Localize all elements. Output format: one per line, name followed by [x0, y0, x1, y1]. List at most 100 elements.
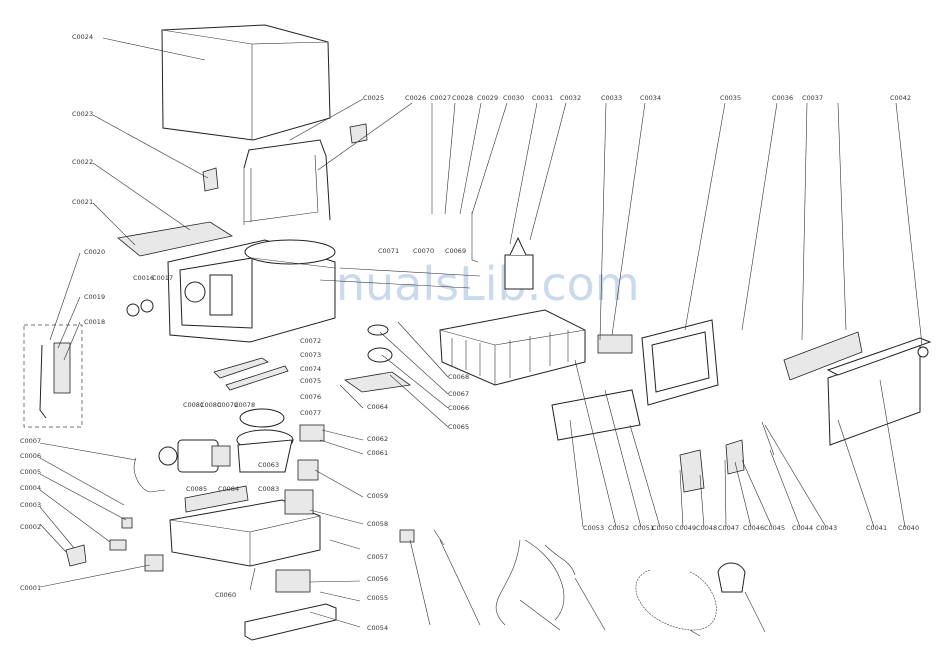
label-c0018: C0018: [84, 318, 105, 326]
pump-assembly: [236, 408, 294, 473]
top-cover: [161, 24, 331, 141]
label-c0047: C0047: [718, 524, 739, 532]
label-c0017: C0017: [152, 274, 173, 282]
label-c0019: C0019: [84, 293, 105, 301]
label-c0005: C0005: [20, 468, 41, 476]
part-c0005: [121, 517, 133, 529]
part-c0002: [109, 539, 127, 551]
power-cord: [544, 544, 576, 576]
label-c0079: C0079: [217, 401, 238, 409]
label-c0046: C0046: [743, 524, 764, 532]
label-c0051: C0051: [633, 524, 654, 532]
label-c0025: C0025: [363, 94, 384, 102]
label-c0020: C0020: [84, 248, 105, 256]
label-c0028: C0028: [452, 94, 473, 102]
inlet-hose: [635, 569, 717, 631]
label-c0048: C0048: [696, 524, 717, 532]
label-c0075: C0075: [300, 377, 321, 385]
label-c0076: C0076: [300, 393, 321, 401]
label-c0036: C0036: [772, 94, 793, 102]
dashed-box-group: [23, 324, 83, 428]
accessory-block: [399, 529, 415, 543]
label-c0065: C0065: [448, 423, 469, 431]
label-c0023: C0023: [72, 110, 93, 118]
spray-arm: [213, 357, 269, 379]
part-c0064: [343, 371, 412, 393]
label-c0034: C0034: [640, 94, 661, 102]
drain-hose: [495, 539, 565, 626]
part-c0034: [597, 334, 633, 354]
label-c0066: C0066: [448, 404, 469, 412]
label-c0045: C0045: [764, 524, 785, 532]
label-c0081: C0081: [183, 401, 204, 409]
inner-door: [641, 319, 719, 406]
upper-frame: [243, 139, 331, 225]
label-c0033: C0033: [601, 94, 622, 102]
label-c0057: C0057: [367, 553, 388, 561]
label-c0083: C0083: [258, 485, 279, 493]
side-panel-c0021: [117, 221, 234, 257]
label-c0002: C0002: [20, 523, 41, 531]
part-c0001: [65, 544, 87, 567]
part-c0018: [53, 342, 71, 394]
label-c0044: C0044: [792, 524, 813, 532]
label-c0021: C0021: [72, 198, 93, 206]
label-c0031: C0031: [532, 94, 553, 102]
spray-arm-lower: [225, 365, 289, 391]
part-c0067: [367, 324, 389, 336]
label-c0071: C0071: [378, 247, 399, 255]
kick-plate: [244, 603, 337, 641]
label-c0064: C0064: [367, 403, 388, 411]
label-c0058: C0058: [367, 520, 388, 528]
label-c0059: C0059: [367, 492, 388, 500]
bracket-c0023: [202, 167, 219, 192]
base-frame: [169, 485, 321, 567]
motor: [158, 439, 231, 473]
part-labels: C0024 C0023 C0022 C0021 C0025 C0026 C002…: [20, 33, 919, 632]
tube-c0071: [319, 279, 471, 289]
label-c0003: C0003: [20, 501, 41, 509]
label-c0022: C0022: [72, 158, 93, 166]
label-c0007: C0007: [20, 437, 41, 445]
label-c0052: C0052: [608, 524, 629, 532]
label-c0077: C0077: [300, 409, 321, 417]
hose-c0007: [133, 457, 166, 493]
label-c0040: C0040: [898, 524, 919, 532]
label-c0061: C0061: [367, 449, 388, 457]
screw: [433, 529, 445, 546]
part-c0059: [297, 459, 319, 481]
nozzle-c0030: [471, 212, 479, 263]
cutlery-basket: [504, 236, 534, 290]
hinge-left: [679, 449, 705, 493]
bracket-c0025: [349, 123, 368, 144]
label-c0084: C0084: [218, 485, 239, 493]
label-c0037: C0037: [802, 94, 823, 102]
label-c0030: C0030: [503, 94, 524, 102]
label-c0026: C0026: [405, 94, 426, 102]
label-c0029: C0029: [477, 94, 498, 102]
part-c0003: [144, 554, 164, 572]
label-c0050: C0050: [652, 524, 673, 532]
label-c0063: C0063: [258, 461, 279, 469]
label-c0056: C0056: [367, 575, 388, 583]
label-c0043: C0043: [816, 524, 837, 532]
label-c0060: C0060: [215, 591, 236, 599]
label-c0054: C0054: [367, 624, 388, 632]
label-c0062: C0062: [367, 435, 388, 443]
label-c0035: C0035: [720, 94, 741, 102]
door-spring: [761, 421, 775, 456]
panel-board: [783, 331, 863, 381]
hinge-right: [725, 439, 745, 475]
leader-lines: [39, 37, 923, 637]
label-c0004: C0004: [20, 484, 41, 492]
hose-holder: [717, 562, 746, 593]
label-c0032: C0032: [560, 94, 581, 102]
label-c0001: C0001: [20, 584, 41, 592]
label-c0041: C0041: [866, 524, 887, 532]
label-c0024: C0024: [72, 33, 93, 41]
tub: [167, 239, 336, 343]
label-c0069: C0069: [445, 247, 466, 255]
label-c0073: C0073: [300, 351, 321, 359]
hose-c0020: [39, 344, 47, 419]
